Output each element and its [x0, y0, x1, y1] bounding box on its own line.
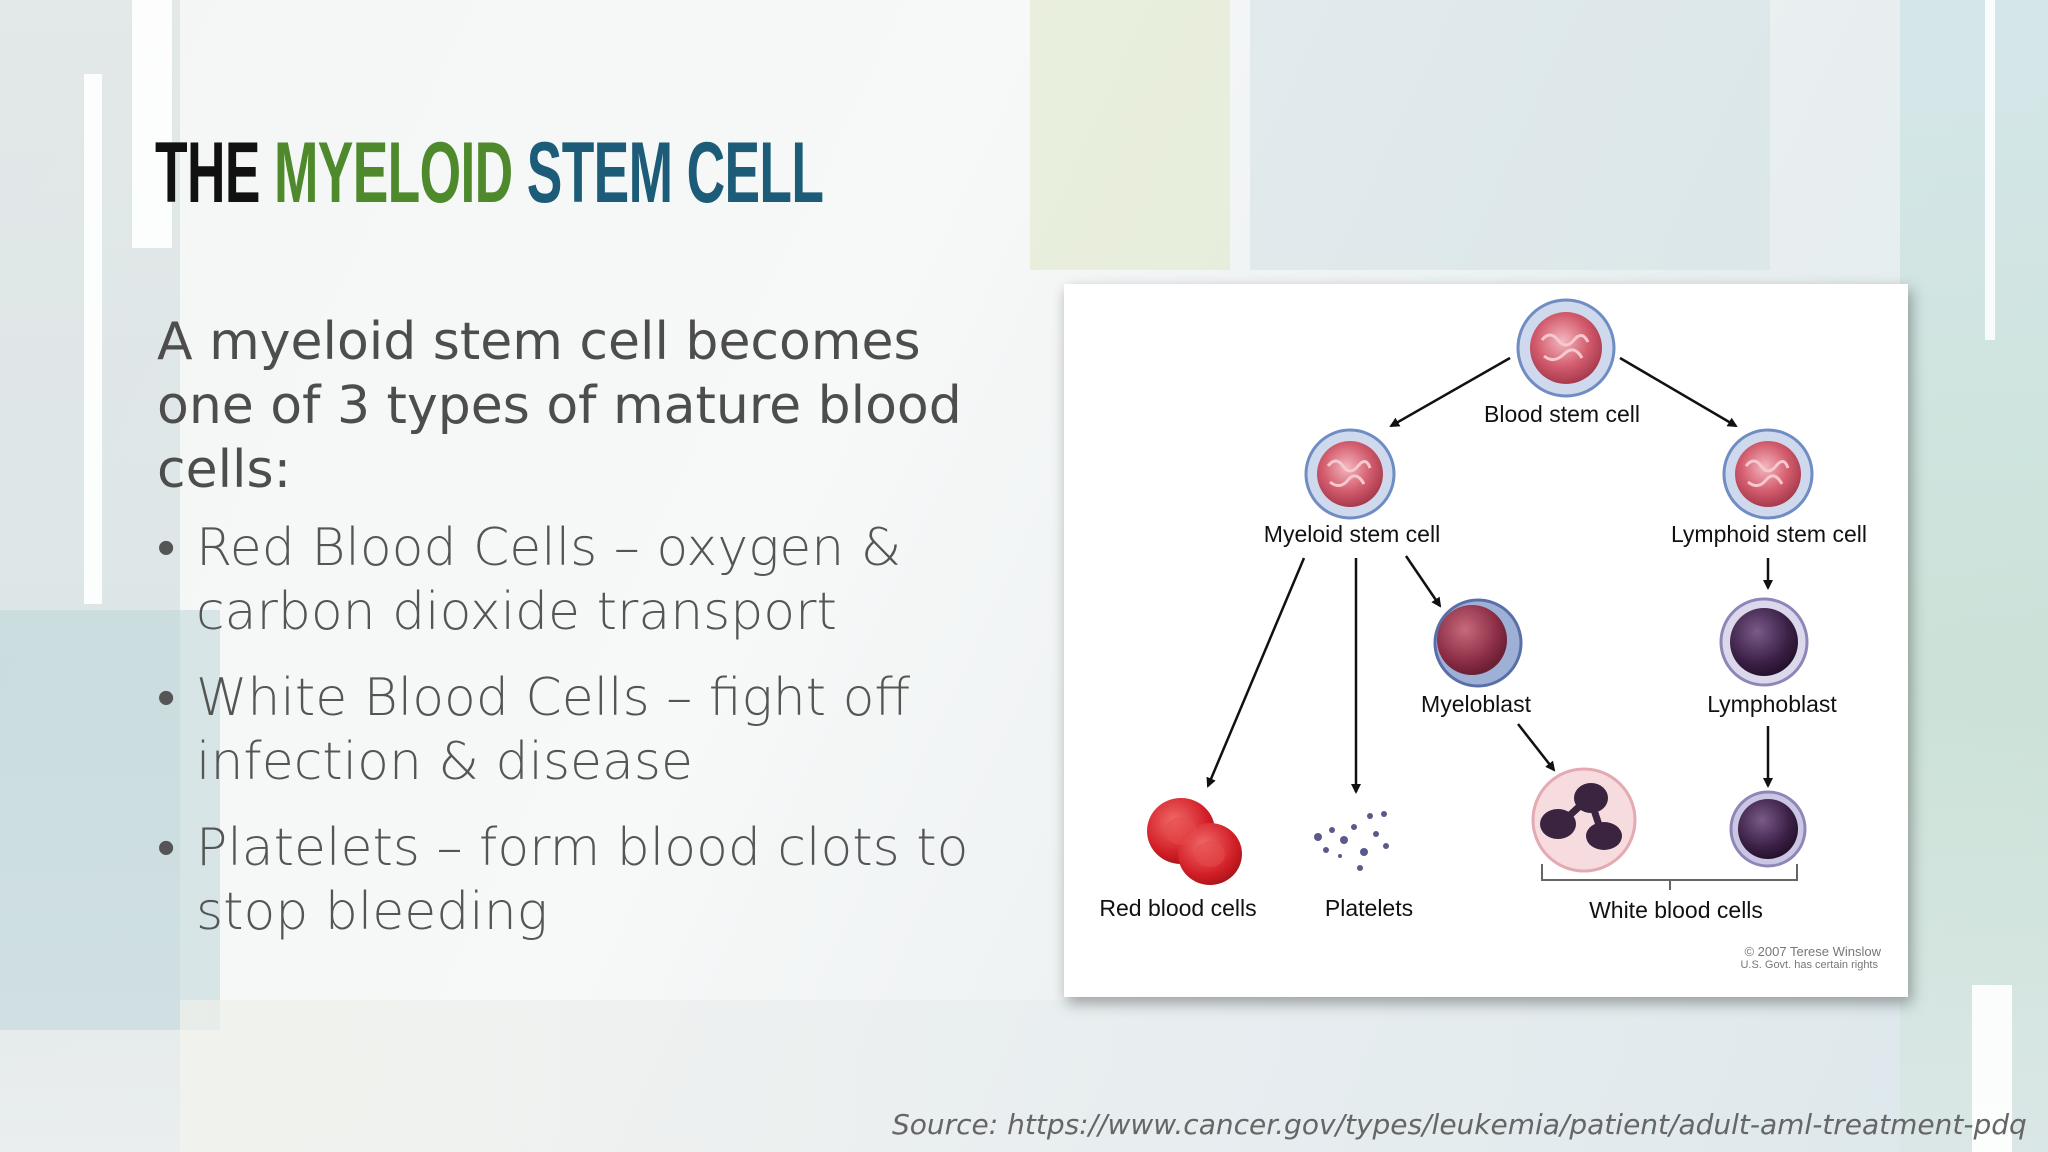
- lymphoblast-icon: [1721, 599, 1807, 685]
- lymphoid-stem-cell-icon: [1724, 430, 1812, 518]
- label-myeloid-stem-cell: Myeloid stem cell: [1264, 521, 1440, 547]
- label-blood-stem-cell: Blood stem cell: [1484, 401, 1640, 427]
- title-word-the: THE: [155, 125, 260, 221]
- neutrophil-icon: [1533, 769, 1635, 871]
- title-words-stem-cell: STEM CELL: [527, 125, 824, 221]
- bullet-dot: •: [157, 516, 175, 580]
- slide-title: THE MYELOID STEM CELL: [155, 118, 823, 228]
- bullet-item: • Platelets – form blood clots to stop bl…: [157, 816, 977, 944]
- title-word-myeloid: MYELOID: [274, 125, 513, 221]
- bullet-text: Platelets – form blood clots to stop ble…: [196, 818, 968, 942]
- arrow-myeloid-to-myeloblast: [1406, 556, 1440, 606]
- bullet-dot: •: [157, 816, 175, 880]
- copyright-line-1: © 2007 Terese Winslow: [1744, 944, 1881, 959]
- copyright-line-2: U.S. Govt. has certain rights: [1740, 959, 1878, 971]
- blood-stem-cell-icon: [1518, 300, 1614, 396]
- bg-white-stripe: [84, 74, 102, 604]
- bg-green-block: [1030, 0, 1230, 270]
- bg-teal-block: [1250, 0, 1770, 270]
- myeloid-stem-cell-icon: [1306, 430, 1394, 518]
- bullet-text: White Blood Cells – fight off infection …: [196, 668, 910, 792]
- diagram-svg: Blood stem cell Myeloid stem cell Lympho…: [1064, 284, 1908, 997]
- bullet-dot: •: [157, 666, 175, 730]
- bullet-item: • White Blood Cells – fight off infection…: [157, 666, 977, 794]
- blood-cell-diagram: Blood stem cell Myeloid stem cell Lympho…: [1064, 284, 1908, 997]
- bullet-item: • Red Blood Cells – oxygen & carbon dioxi…: [157, 516, 977, 644]
- label-platelets: Platelets: [1325, 895, 1413, 921]
- bg-white-stripe: [1985, 0, 1995, 340]
- label-lymphoblast: Lymphoblast: [1707, 691, 1837, 717]
- slide-body: A myeloid stem cell becomes one of 3 typ…: [157, 310, 977, 966]
- label-white-blood-cells: White blood cells: [1589, 897, 1763, 923]
- bullet-list: • Red Blood Cells – oxygen & carbon dioxi…: [157, 516, 977, 944]
- bg-right-panel: [1900, 0, 2048, 1152]
- red-blood-cells-icon: [1147, 798, 1242, 885]
- label-red-blood-cells: Red blood cells: [1099, 895, 1256, 921]
- arrow-myeloblast-to-white-cells: [1518, 724, 1554, 770]
- label-lymphoid-stem-cell: Lymphoid stem cell: [1671, 521, 1867, 547]
- arrow-myeloid-to-red-cells: [1208, 558, 1304, 786]
- myeloblast-icon: [1435, 600, 1521, 686]
- bullet-text: Red Blood Cells – oxygen & carbon dioxid…: [196, 518, 901, 642]
- lymphocyte-icon: [1731, 792, 1805, 866]
- intro-text: A myeloid stem cell becomes one of 3 typ…: [157, 310, 977, 502]
- label-myeloblast: Myeloblast: [1421, 691, 1532, 717]
- platelets-icon: [1314, 811, 1389, 871]
- source-citation: Source: https://www.cancer.gov/types/leu…: [892, 1108, 2032, 1141]
